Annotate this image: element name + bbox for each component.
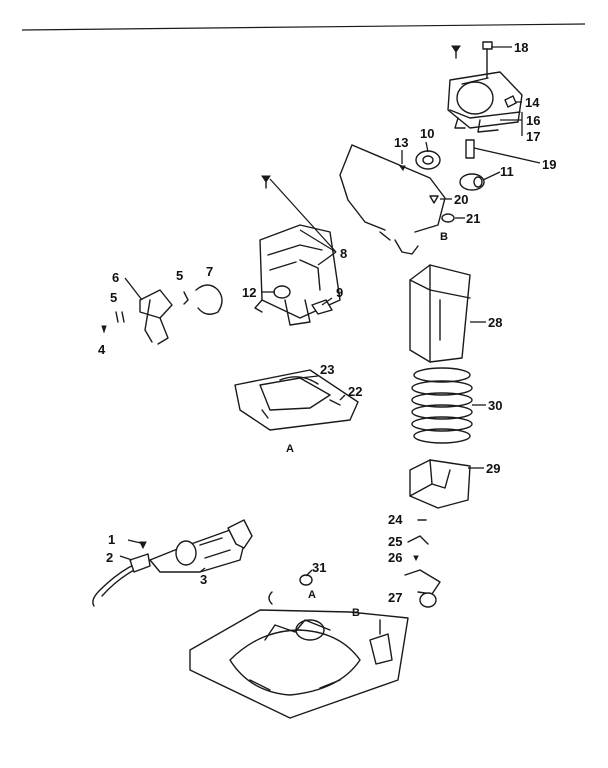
marker-a-base: A	[308, 589, 316, 601]
callout-labels: 18 14 16 17 19 13 10 11 20 21 8 12 9 6 5…	[98, 40, 556, 619]
callout-14: 14	[525, 95, 540, 110]
callout-22: 22	[348, 384, 362, 399]
callout-26: 26	[388, 550, 402, 565]
marker-a-lower: A	[286, 443, 294, 455]
cover-plate-22	[234, 369, 359, 431]
pin-5-lower	[115, 311, 125, 323]
callout-28: 28	[488, 315, 502, 330]
top-border-line	[21, 23, 586, 31]
callout-6: 6	[112, 270, 119, 285]
spring-clip-7	[195, 284, 223, 315]
callout-11: 11	[500, 164, 514, 179]
washer-21	[441, 213, 455, 223]
pin-5-upper	[183, 291, 189, 305]
nut-13	[399, 165, 406, 171]
screw-18	[482, 41, 493, 79]
clip-base	[268, 591, 273, 605]
callout-31: 31	[312, 560, 326, 575]
gasket-23	[279, 376, 319, 385]
callout-3: 3	[200, 572, 207, 587]
callout-12: 12	[242, 285, 256, 300]
callout-29: 29	[486, 461, 500, 476]
clip-25	[407, 535, 429, 545]
screw-4	[101, 325, 107, 334]
callout-24: 24	[388, 512, 403, 527]
power-cord-2	[92, 553, 151, 607]
coil-spring-30	[411, 367, 473, 444]
plate-9	[311, 299, 333, 315]
screw-8-top	[261, 175, 271, 189]
callout-2: 2	[106, 550, 113, 565]
callout-25: 25	[388, 534, 402, 549]
gear-fan-6	[139, 289, 173, 345]
bushing-10	[415, 150, 441, 170]
clip-14	[504, 95, 517, 108]
callout-10: 10	[420, 126, 434, 141]
ring-31	[299, 574, 313, 586]
callout-5-lower: 5	[110, 290, 117, 305]
callout-19: 19	[542, 157, 556, 172]
roller-11	[459, 173, 485, 191]
callout-5-upper: 5	[176, 268, 183, 283]
callout-8: 8	[340, 246, 347, 261]
callout-7: 7	[206, 264, 213, 279]
callout-27: 27	[388, 590, 402, 605]
callout-23: 23	[320, 362, 334, 377]
marker-b-base: B	[352, 607, 360, 619]
screw-26	[413, 555, 419, 562]
screw-small-top	[451, 45, 461, 59]
callout-1: 1	[108, 532, 115, 547]
cover-cap-28	[409, 264, 471, 363]
sleeve-19	[465, 139, 475, 159]
cup-29	[409, 459, 471, 509]
callout-13: 13	[394, 135, 408, 150]
callout-20: 20	[454, 192, 468, 207]
lever-27	[404, 569, 441, 608]
switch-bracket-assembly	[254, 224, 341, 326]
callout-17: 17	[526, 129, 540, 144]
base-plate	[189, 609, 409, 719]
callout-30: 30	[488, 398, 502, 413]
callout-21: 21	[466, 211, 480, 226]
screw-20	[429, 195, 439, 204]
marker-b-upper: B	[440, 231, 448, 243]
handle-3	[149, 519, 253, 573]
callout-18: 18	[514, 40, 528, 55]
callout-4: 4	[98, 342, 106, 357]
motor-bracket-assembly	[447, 71, 523, 133]
callout-9: 9	[336, 285, 343, 300]
leader-lines	[119, 46, 541, 577]
callout-16: 16	[526, 113, 540, 128]
